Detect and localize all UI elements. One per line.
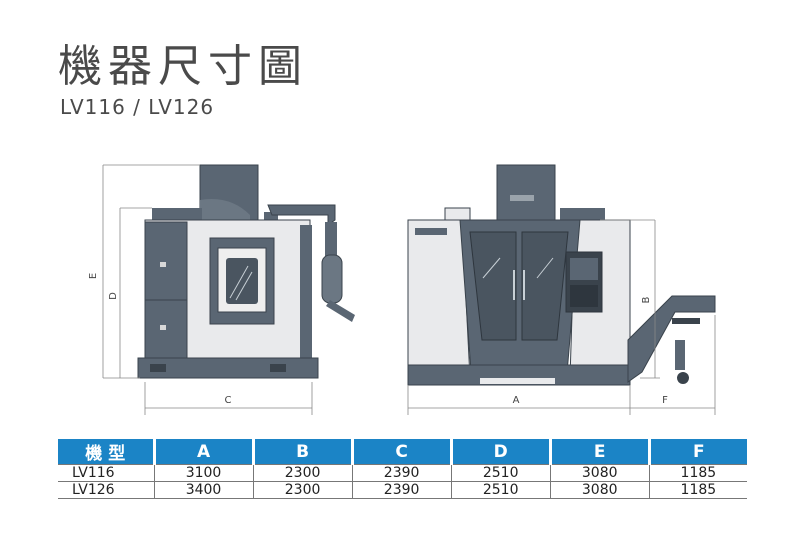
side-view-machine xyxy=(137,164,355,379)
table-row: LV126 3400 2300 2390 2510 3080 1185 xyxy=(58,481,747,499)
cell-model: LV126 xyxy=(58,481,155,499)
cell-d: 2510 xyxy=(451,464,551,482)
column-header-f: F xyxy=(649,439,747,465)
dimension-drawing: E D C xyxy=(88,164,716,415)
cell-d: 2510 xyxy=(451,481,551,499)
cell-a: 3400 xyxy=(154,481,254,499)
page-title: 機器尺寸圖 xyxy=(58,41,308,92)
dim-label-c: C xyxy=(225,395,232,406)
column-header-b: B xyxy=(253,439,354,465)
dim-label-e: E xyxy=(88,273,99,279)
column-header-c: C xyxy=(352,439,453,465)
table-row: LV116 3100 2300 2390 2510 3080 1185 xyxy=(58,464,747,482)
dim-label-f: F xyxy=(662,395,668,406)
dim-label-b: B xyxy=(641,296,652,303)
cell-model: LV116 xyxy=(58,464,155,482)
cell-e: 3080 xyxy=(550,464,650,482)
column-header-d: D xyxy=(451,439,552,465)
cell-f: 1185 xyxy=(649,481,747,499)
front-view-machine xyxy=(407,164,716,386)
dim-label-d: D xyxy=(108,292,119,300)
model-subtitle: LV116 / LV126 xyxy=(60,95,215,119)
column-header-e: E xyxy=(550,439,651,465)
column-header-model: 機 型 xyxy=(58,439,156,465)
front-view-dimensions xyxy=(407,219,716,415)
cell-b: 2300 xyxy=(253,464,353,482)
cell-e: 3080 xyxy=(550,481,650,499)
cell-b: 2300 xyxy=(253,481,353,499)
cell-c: 2390 xyxy=(352,464,452,482)
dim-label-a: A xyxy=(513,395,520,406)
cell-a: 3100 xyxy=(154,464,254,482)
dimension-table: 機 型 A B C D E F LV116 3100 2300 2390 251… xyxy=(58,439,747,499)
side-view-dimensions xyxy=(102,164,313,415)
column-header-a: A xyxy=(154,439,255,465)
cell-f: 1185 xyxy=(649,464,747,482)
cell-c: 2390 xyxy=(352,481,452,499)
table-header-row: 機 型 A B C D E F xyxy=(58,439,747,465)
